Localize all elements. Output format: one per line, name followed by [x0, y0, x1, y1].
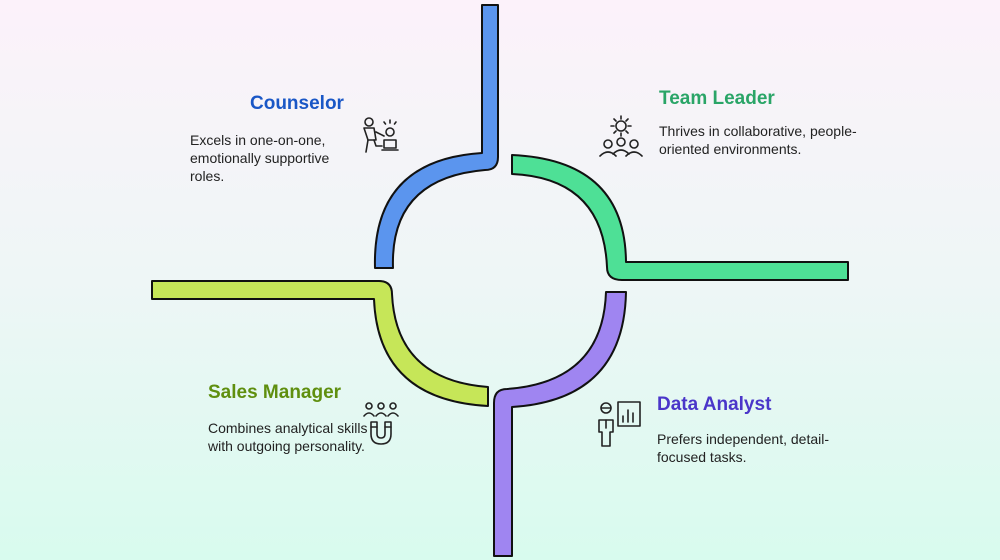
counselor-description: Excels in one-on-one, emotionally suppor… — [190, 132, 330, 184]
sales-manager-description: Combines analytical skills with outgoing… — [208, 420, 368, 454]
track-counselor — [373, 4, 499, 269]
team-gear-icon — [596, 112, 646, 162]
data-analyst-title: Data Analyst — [657, 394, 772, 415]
analyst-chart-icon — [594, 398, 644, 448]
track-data-analyst — [493, 291, 627, 557]
team-leader-description: Thrives in collaborative, people-oriente… — [659, 123, 857, 157]
counselor-title: Counselor — [250, 93, 344, 114]
people-magnet-icon — [356, 398, 406, 448]
track-team-leader — [511, 154, 849, 281]
counselor-talking-icon — [354, 114, 404, 164]
sales-manager-title: Sales Manager — [208, 382, 342, 403]
team-leader-title: Team Leader — [659, 88, 775, 109]
track-sales-manager — [151, 280, 489, 407]
data-analyst-description: Prefers independent, detail-focused task… — [657, 431, 829, 465]
